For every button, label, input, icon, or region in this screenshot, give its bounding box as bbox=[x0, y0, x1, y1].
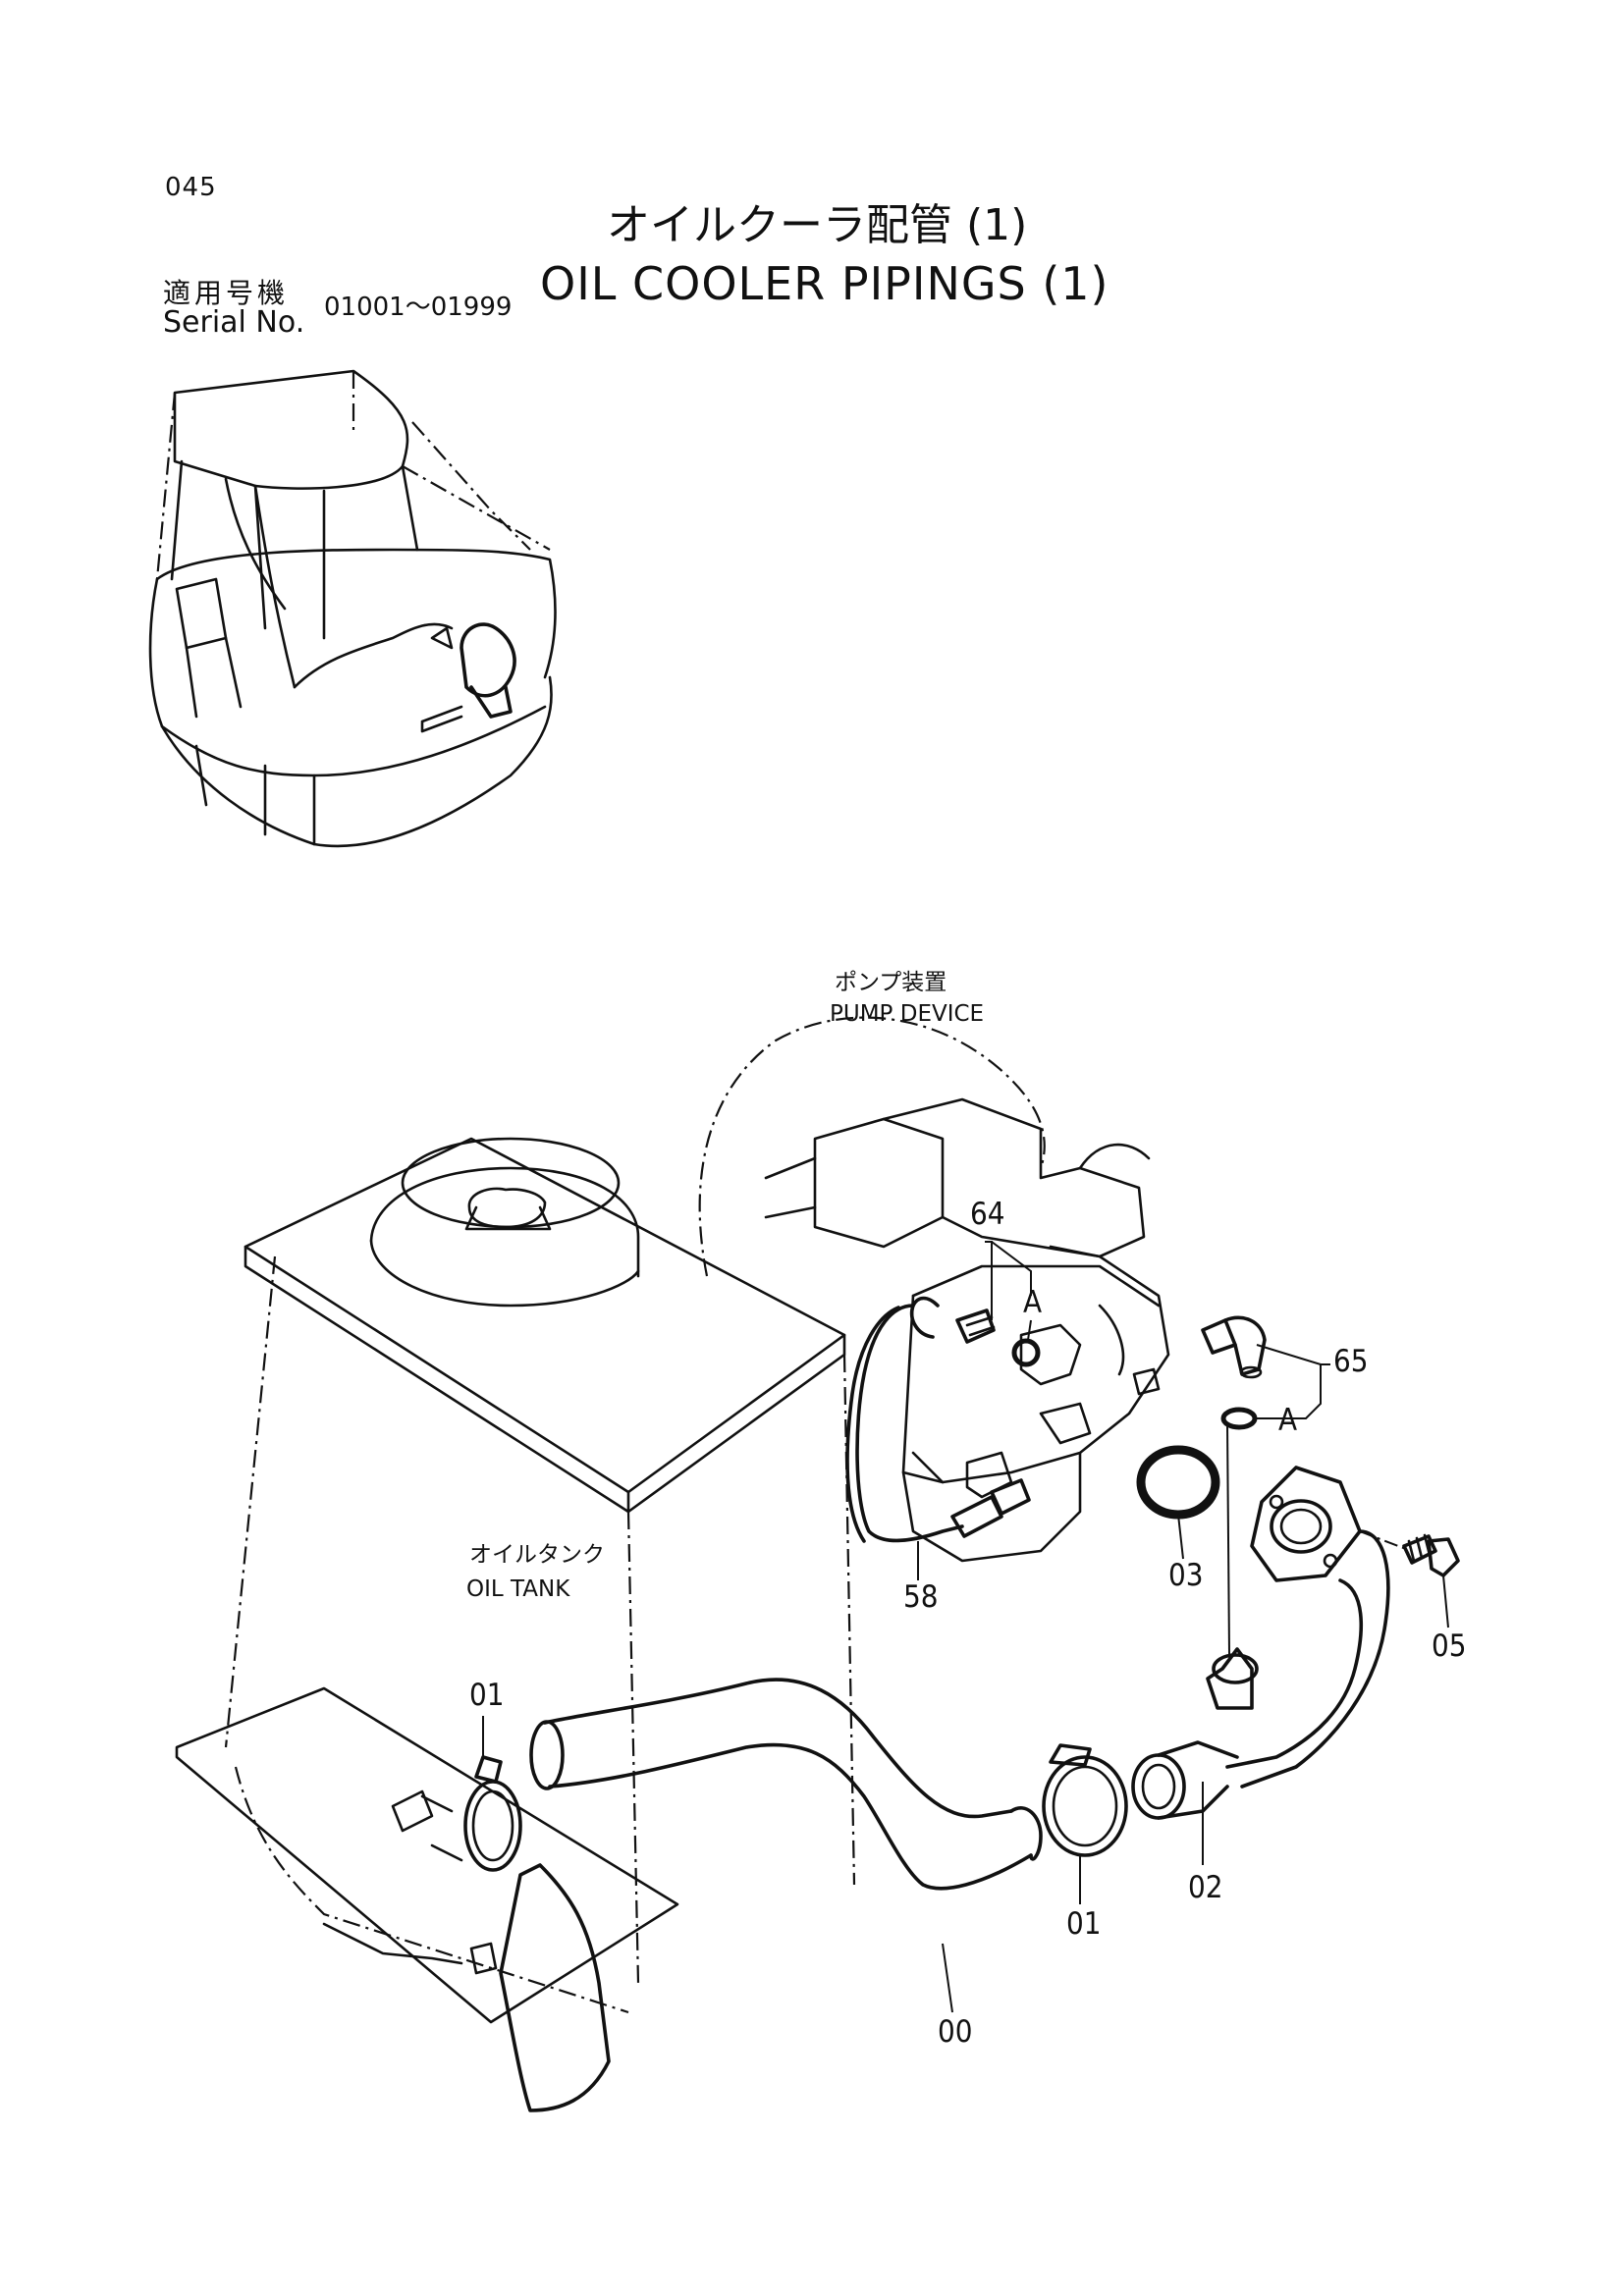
elbow-fitting-65 bbox=[1201, 1315, 1267, 1379]
pump-device-label-english: PUMP DEVICE bbox=[830, 1001, 985, 1027]
o-ring-a-left bbox=[1011, 1338, 1041, 1367]
serial-range: 01001～01999 bbox=[324, 293, 513, 322]
oil-tank-label-english: OIL TANK bbox=[466, 1576, 570, 1602]
callout-00: 00 bbox=[938, 2014, 973, 2050]
callout-03: 03 bbox=[1168, 1558, 1204, 1593]
callout-a-right: A bbox=[1278, 1403, 1298, 1438]
page-title-japanese: オイルクーラ配管 (1) bbox=[607, 200, 1028, 250]
pump-device-drawing bbox=[698, 1016, 1170, 1563]
fitting-64 bbox=[910, 1296, 996, 1344]
callout-05: 05 bbox=[1432, 1629, 1467, 1664]
oil-tank-label-japanese: オイルタンク bbox=[469, 1542, 605, 1568]
leader-lines bbox=[482, 1241, 1449, 2013]
callout-64: 64 bbox=[970, 1197, 1005, 1232]
flange-02 bbox=[1250, 1466, 1362, 1582]
oil-tank-drawing bbox=[175, 1137, 1043, 2112]
page-number: 045 bbox=[165, 173, 217, 202]
o-ring-03 bbox=[1136, 1445, 1220, 1520]
fitting-58-end bbox=[950, 1478, 1031, 1538]
pump-device-label-japanese: ポンプ装置 bbox=[835, 970, 947, 995]
page-title-english: OIL COOLER PIPINGS (1) bbox=[540, 257, 1109, 310]
machine-overview-illustration bbox=[148, 369, 557, 848]
serial-label-english: Serial No. bbox=[163, 305, 305, 340]
callout-02: 02 bbox=[1188, 1870, 1223, 1905]
pipe-02 bbox=[1131, 1529, 1390, 1820]
callout-58: 58 bbox=[903, 1579, 939, 1615]
o-ring-a-right bbox=[1220, 1407, 1258, 1430]
callout-a-left: A bbox=[1023, 1285, 1043, 1320]
hose-clamp-01-right bbox=[1042, 1743, 1128, 1857]
hose-clamp-01-left bbox=[463, 1755, 522, 1872]
bolt-05 bbox=[1402, 1533, 1460, 1577]
serial-label-japanese: 適用号機 bbox=[163, 277, 290, 309]
callout-01-right: 01 bbox=[1066, 1906, 1102, 1942]
hose-58 bbox=[855, 1304, 964, 1543]
callout-65: 65 bbox=[1333, 1344, 1369, 1379]
callout-01-left: 01 bbox=[469, 1678, 505, 1713]
